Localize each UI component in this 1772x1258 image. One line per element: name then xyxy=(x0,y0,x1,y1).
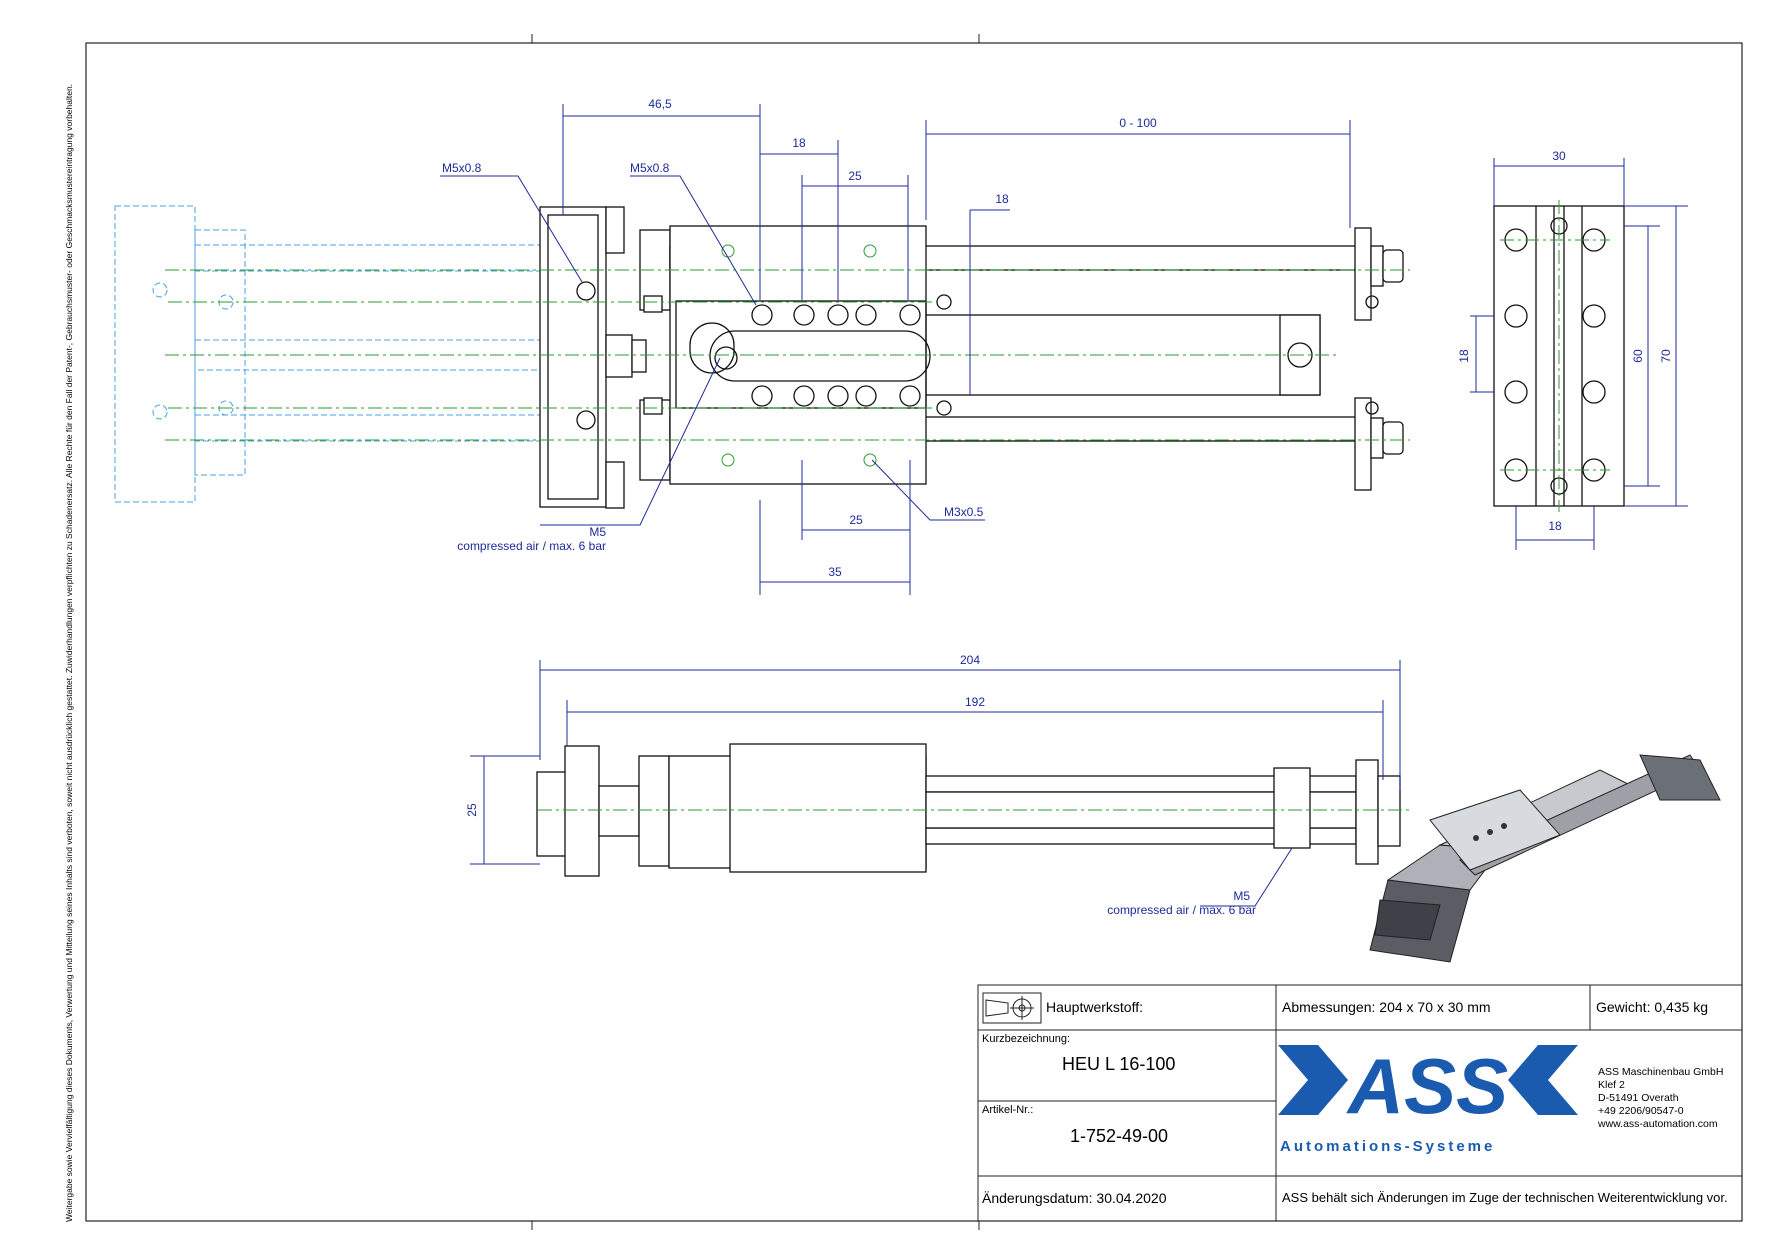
carriage-holes xyxy=(576,244,952,467)
dim-side-60: 60 xyxy=(1631,349,1645,363)
callout-m5-top: M5 xyxy=(589,525,606,539)
dim-25-bottom: 25 xyxy=(849,513,863,527)
callout-m3x05: M3x0.5 xyxy=(944,505,984,519)
dim-18-mid: 18 xyxy=(995,192,1009,206)
short-value: HEU L 16-100 xyxy=(1062,1054,1176,1074)
sheet-border xyxy=(85,42,1743,1222)
callout-m5-bottom: M5 xyxy=(1233,889,1250,903)
dim-side-70: 70 xyxy=(1659,349,1673,363)
ghost-outline xyxy=(114,205,541,503)
dim-25-side: 25 xyxy=(465,803,479,817)
dimensions-text: Abmessungen: 204 x 70 x 30 mm xyxy=(1282,999,1491,1015)
company-line: D-51491 Overath xyxy=(1598,1092,1679,1104)
company-line: +49 2206/90547-0 xyxy=(1598,1105,1684,1117)
title-block-frame xyxy=(977,984,1743,1222)
dim-46-5: 46,5 xyxy=(648,97,672,111)
top-view: 46,5 18 25 0 - 100 18 25 35 M5x0.8 M5x0.… xyxy=(114,97,1410,595)
end-plate-left xyxy=(539,206,607,508)
top-dimensions xyxy=(440,104,1351,595)
logo-subtitle: Automations-Systeme xyxy=(1280,1138,1496,1155)
callout-m5x08-mid: M5x0.8 xyxy=(630,161,670,175)
dim-25-top: 25 xyxy=(848,169,862,183)
slot xyxy=(709,330,931,382)
callout-m5x08-left: M5x0.8 xyxy=(442,161,482,175)
company-line: Klef 2 xyxy=(1598,1079,1625,1091)
dim-204: 204 xyxy=(960,653,980,667)
article-label: Artikel-Nr.: xyxy=(982,1104,1034,1116)
dim-18-top: 18 xyxy=(792,136,806,150)
callout-air-bottom: compressed air / max. 6 bar xyxy=(1107,903,1256,917)
logo-text: ASS xyxy=(1346,1042,1508,1130)
article-value: 1-752-49-00 xyxy=(1070,1126,1169,1146)
ass-logo: ASS xyxy=(1278,1042,1578,1130)
dim-side-18-vertical: 18 xyxy=(1457,349,1471,363)
company-address: ASS Maschinenbau GmbH Klef 2 D-51491 Ove… xyxy=(1598,1066,1723,1131)
dim-side-30: 30 xyxy=(1552,149,1566,163)
dim-35: 35 xyxy=(828,565,842,579)
company-line: ASS Maschinenbau GmbH xyxy=(1598,1066,1724,1078)
company-line: www.ass-automation.com xyxy=(1598,1118,1718,1130)
short-label: Kurzbezeichnung: xyxy=(982,1033,1071,1045)
change-notice: ASS behält sich Änderungen im Zuge der t… xyxy=(1282,1190,1728,1205)
end-plate-front-right xyxy=(1355,759,1379,865)
dim-side-18-horizontal: 18 xyxy=(1548,519,1562,533)
legal-side-note: Weitergabe sowie Vervielfältigung dieses… xyxy=(64,83,74,1222)
dim-0-100: 0 - 100 xyxy=(1119,116,1157,130)
material-label: Hauptwerkstoff: xyxy=(1046,999,1144,1015)
top-dimension-labels: 46,5 18 25 0 - 100 18 25 35 M5x0.8 M5x0.… xyxy=(442,97,1157,579)
front-view: 204 192 25 M5 compressed air / max. 6 ba… xyxy=(465,653,1410,917)
end-plate-front xyxy=(564,745,600,877)
callout-air-top: compressed air / max. 6 bar xyxy=(457,539,606,553)
dim-192: 192 xyxy=(965,695,985,709)
weight-text: Gewicht: 0,435 kg xyxy=(1596,999,1709,1015)
end-plate-right-bottom xyxy=(1354,397,1372,491)
isometric-render xyxy=(1369,754,1721,963)
side-view: 30 18 60 70 18 xyxy=(1457,149,1688,550)
change-date: Änderungsdatum: 30.04.2020 xyxy=(982,1190,1167,1206)
